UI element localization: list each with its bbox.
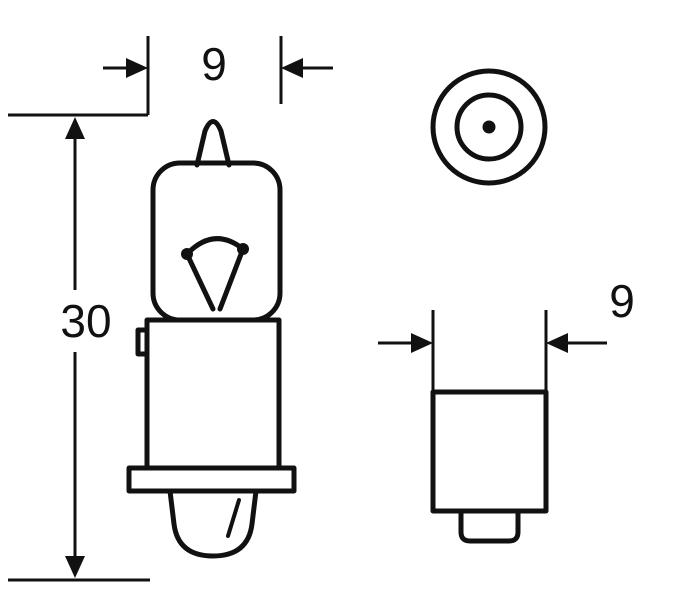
filament-arc [184,236,246,257]
dim-base-width [378,310,607,390]
arrowhead-left [281,58,303,78]
contact-highlight [226,498,241,538]
filament-right-wire [217,246,246,312]
arrowhead-left [546,333,568,353]
side-view [126,119,297,559]
label-overall-length: 30 [60,295,111,347]
label-base-width: 9 [609,275,635,327]
inner-circle [454,92,524,162]
arrowhead-up [65,117,85,139]
top-view [430,68,548,186]
arrowhead-right [126,58,148,78]
dim-overall-length [8,113,150,582]
contact-tab [458,511,521,544]
filament-left-wire [184,251,216,312]
dimension-labels: 9 30 9 [60,38,634,347]
filament-left-bead [181,248,193,260]
base-outline [430,389,549,514]
bulb-tip [194,119,232,168]
bottom-contact [167,488,259,559]
arrowhead-right [411,333,433,353]
center-dot [482,120,496,134]
filament [181,236,249,312]
bayonet-pin [135,327,150,357]
filament-right-bead [237,243,249,255]
dim-bulb-width [103,36,333,115]
flange [126,465,297,494]
glass-envelope [150,160,283,323]
label-bulb-width: 9 [201,38,227,90]
arrowhead-down [65,556,85,578]
base-shell [144,317,282,471]
dimension-annotations [8,36,607,582]
base-end-view [430,389,549,544]
outer-circle [430,68,548,186]
